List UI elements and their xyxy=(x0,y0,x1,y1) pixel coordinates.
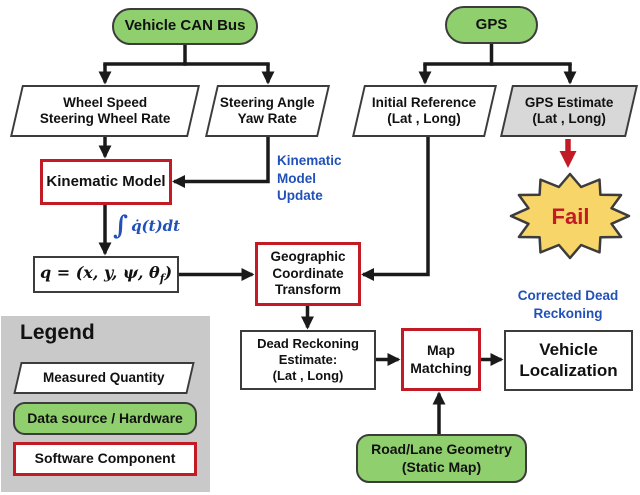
vehicle-localization-label: Vehicle Localization xyxy=(519,339,618,380)
node-geographic-transform: Geographic Coordinate Transform xyxy=(255,242,361,306)
wheel-speed-label: Wheel Speed Steering Wheel Rate xyxy=(39,94,171,126)
integral-annotation: ∫ q̇(t)dt xyxy=(113,208,180,244)
legend-software-component-label: Software Component xyxy=(34,450,176,467)
corrected-dead-reckoning-note: Corrected Dead Reckoning xyxy=(517,288,619,321)
node-initial-reference: Initial Reference (Lat , Long) xyxy=(351,85,498,137)
node-steering-angle: Steering Angle Yaw Rate xyxy=(204,85,331,137)
state-equation: q = (x, y, ψ, θf) xyxy=(40,263,172,285)
node-state-equation: q = (x, y, ψ, θf) xyxy=(33,256,179,293)
geographic-transform-label: Geographic Coordinate Transform xyxy=(270,249,346,298)
kinematic-model-label: Kinematic Model xyxy=(46,172,166,190)
arrow-steeringangle-to-kinematic xyxy=(172,137,270,188)
map-matching-label: Map Matching xyxy=(410,342,472,376)
node-wheel-speed: Wheel Speed Steering Wheel Rate xyxy=(9,85,201,137)
equation-subscript: f xyxy=(159,272,165,286)
gps-label: GPS xyxy=(475,15,508,33)
integral-sign: ∫ xyxy=(113,211,129,241)
fail-starburst xyxy=(509,172,631,260)
fail-label: Fail xyxy=(551,204,590,229)
legend-measured-quantity-label: Measured Quantity xyxy=(43,369,165,385)
node-map-matching: Map Matching xyxy=(401,328,481,391)
legend-title: Legend xyxy=(20,321,95,344)
node-vehicle-can-bus: Vehicle CAN Bus xyxy=(112,8,258,45)
node-dead-reckoning: Dead Reckoning Estimate: (Lat , Long) xyxy=(240,330,376,390)
road-lane-geometry-label: Road/Lane Geometry (Static Map) xyxy=(371,441,512,475)
legend-data-source-label: Data source / Hardware xyxy=(27,409,183,426)
legend-item-software-component: Software Component xyxy=(13,442,197,476)
integral-body: q̇(t)dt xyxy=(131,217,181,235)
arrow-initialreference-to-geotransform xyxy=(361,137,430,281)
node-kinematic-model: Kinematic Model xyxy=(40,159,172,205)
node-gps: GPS xyxy=(445,6,538,44)
kinematic-model-update-note: Kinematic Model Update xyxy=(277,153,342,204)
node-vehicle-localization: Vehicle Localization xyxy=(504,330,633,391)
legend-item-data-source-hardware: Data source / Hardware xyxy=(13,402,197,435)
equation-main: q = (x, y, ψ, θ xyxy=(39,263,160,283)
node-gps-estimate: GPS Estimate (Lat , Long) xyxy=(499,85,639,137)
gps-estimate-label: GPS Estimate (Lat , Long) xyxy=(524,94,614,126)
steering-angle-label: Steering Angle Yaw Rate xyxy=(220,94,315,126)
equation-close: ) xyxy=(164,263,173,283)
dead-reckoning-label: Dead Reckoning Estimate: (Lat , Long) xyxy=(257,336,359,383)
initial-reference-label: Initial Reference (Lat , Long) xyxy=(372,94,477,126)
legend-item-measured-quantity: Measured Quantity xyxy=(13,362,195,394)
vehicle-can-bus-label: Vehicle CAN Bus xyxy=(124,17,246,35)
node-road-lane-geometry: Road/Lane Geometry (Static Map) xyxy=(356,434,527,483)
